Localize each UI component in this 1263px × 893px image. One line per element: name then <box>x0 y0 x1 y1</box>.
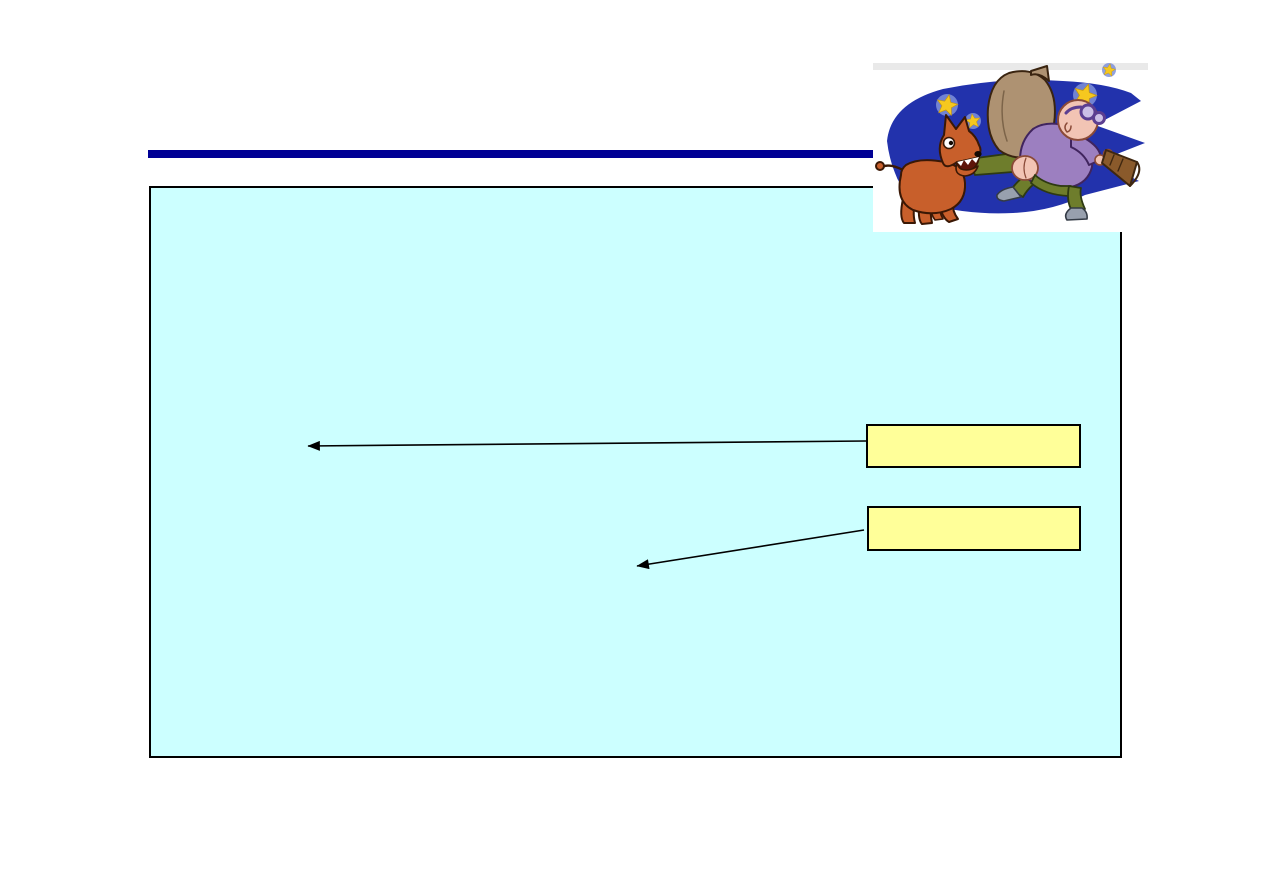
dog-nose <box>974 151 982 157</box>
burglar-figure <box>986 65 1141 221</box>
burglar-dog-illustration <box>873 63 1148 232</box>
goggles-lens <box>1079 103 1097 121</box>
burglar-dog-clipart <box>873 63 1148 232</box>
goggles-lens <box>1092 111 1106 125</box>
clipart-top-strip <box>873 63 1148 70</box>
callout-box-1 <box>866 424 1081 468</box>
content-panel <box>149 186 1122 758</box>
title-divider-rule <box>148 150 875 158</box>
callout-box-2 <box>867 506 1081 551</box>
dog-figure <box>875 114 982 225</box>
